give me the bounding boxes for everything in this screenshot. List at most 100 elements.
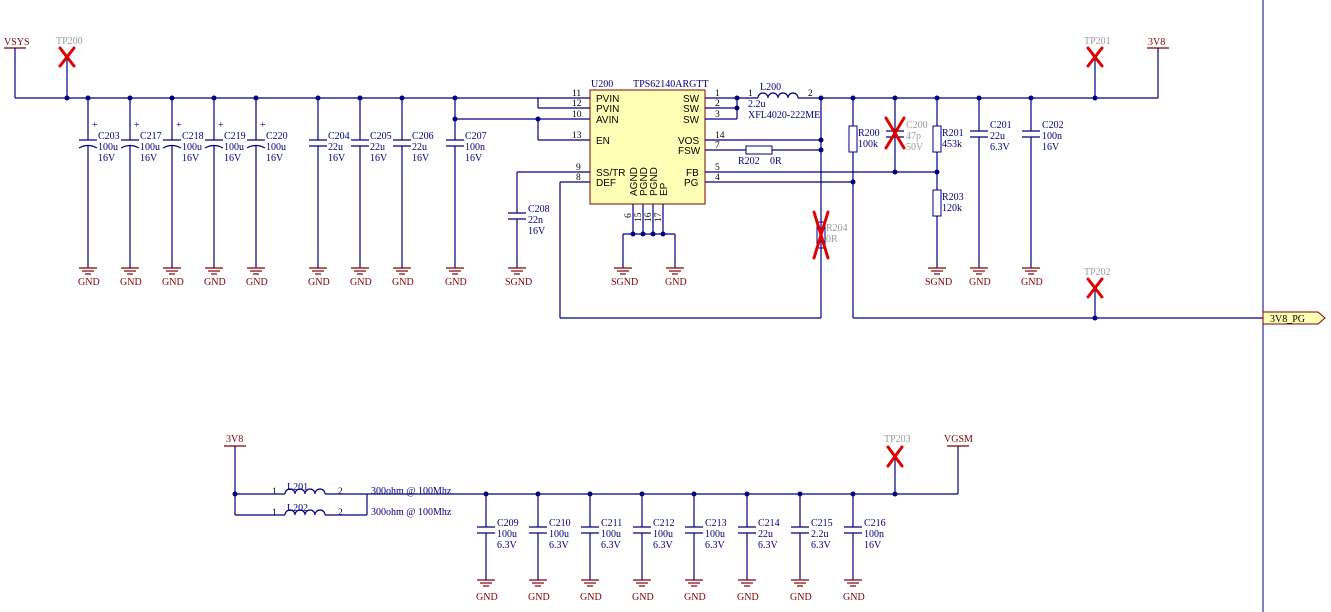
svg-text:C202: C202: [1042, 120, 1064, 131]
svg-text:GND: GND: [392, 277, 414, 288]
svg-text:GND: GND: [969, 277, 991, 288]
inductor-l202: 1 2 L202 300ohm @ 100Mhz: [272, 494, 452, 518]
svg-text:1: 1: [272, 508, 277, 518]
resistor-r201: R201 453k: [932, 95, 964, 190]
svg-text:5: 5: [715, 163, 720, 173]
svg-text:GND: GND: [665, 277, 687, 288]
svg-text:C205: C205: [370, 131, 392, 142]
cap-c214: C214 22u 6.3V GND: [737, 491, 780, 603]
svg-text:100u: 100u: [182, 142, 202, 153]
svg-text:6: 6: [624, 213, 634, 218]
svg-text:C209: C209: [497, 518, 519, 529]
cap-c207: C207 100n 16V: [446, 95, 487, 268]
svg-text:1: 1: [272, 487, 277, 497]
svg-text:17: 17: [654, 212, 664, 222]
svg-text:C210: C210: [549, 518, 571, 529]
svg-text:+: +: [92, 120, 98, 131]
cap-c212: C212 100u 6.3V GND: [632, 491, 675, 603]
svg-text:6.3V: 6.3V: [990, 142, 1011, 153]
svg-text:2.2u: 2.2u: [811, 529, 829, 540]
ic-ref: U200: [591, 79, 613, 90]
testpoint-tp203: TP203: [884, 434, 911, 497]
ic-part: TPS62140ARGTT: [633, 79, 709, 90]
svg-text:100n: 100n: [864, 529, 884, 540]
svg-text:120k: 120k: [942, 203, 962, 214]
svg-text:GND: GND: [528, 592, 550, 603]
svg-text:16V: 16V: [528, 226, 546, 237]
svg-text:453k: 453k: [942, 139, 962, 150]
svg-text:C214: C214: [758, 518, 780, 529]
svg-text:100n: 100n: [465, 142, 485, 153]
svg-text:C219: C219: [224, 131, 246, 142]
svg-text:100u: 100u: [497, 529, 517, 540]
svg-text:100u: 100u: [549, 529, 569, 540]
cap-c211: C211 100u 6.3V GND: [580, 491, 622, 603]
svg-text:47p: 47p: [906, 131, 921, 142]
svg-text:13: 13: [572, 131, 582, 141]
svg-text:GND: GND: [684, 592, 706, 603]
svg-text:SW: SW: [683, 115, 700, 126]
svg-text:3V8: 3V8: [1148, 37, 1165, 48]
svg-text:GND: GND: [78, 277, 100, 288]
ic-input-wiring: [452, 97, 821, 319]
svg-text:9: 9: [576, 163, 581, 173]
svg-text:R200: R200: [858, 128, 880, 139]
svg-text:C213: C213: [705, 518, 727, 529]
gnd-symbols-top: GND GND GND GND GND GND GND GND GND: [78, 267, 467, 288]
svg-text:PGND: PGND: [649, 167, 660, 196]
resistor-r202: R202 0R: [738, 145, 782, 167]
svg-text:C203: C203: [98, 131, 120, 142]
svg-text:L202: L202: [287, 503, 308, 514]
svg-text:300ohm @ 100Mhz: 300ohm @ 100Mhz: [371, 507, 452, 518]
svg-text:16V: 16V: [224, 153, 242, 164]
svg-text:AVIN: AVIN: [596, 115, 619, 126]
svg-text:100u: 100u: [266, 142, 286, 153]
svg-text:16V: 16V: [864, 540, 882, 551]
tp200-label: TP200: [56, 36, 83, 47]
cap-c204: C204 22u 16V: [309, 95, 350, 268]
svg-text:22n: 22n: [528, 215, 543, 226]
svg-text:6.3V: 6.3V: [497, 540, 518, 551]
svg-text:16V: 16V: [370, 153, 388, 164]
svg-text:TP202: TP202: [1084, 267, 1111, 278]
svg-text:AGND: AGND: [629, 167, 640, 196]
svg-text:50V: 50V: [906, 142, 924, 153]
svg-text:100u: 100u: [98, 142, 118, 153]
svg-text:GND: GND: [580, 592, 602, 603]
svg-text:1: 1: [715, 89, 720, 99]
svg-text:L201: L201: [287, 482, 308, 493]
svg-text:GND: GND: [246, 277, 268, 288]
svg-text:16V: 16V: [1042, 142, 1060, 153]
svg-text:PGND: PGND: [639, 167, 650, 196]
ic-output-wiring: [705, 95, 940, 318]
svg-text:C204: C204: [328, 131, 350, 142]
net-vsys: VSYS: [4, 37, 538, 99]
svg-text:3: 3: [715, 110, 720, 120]
svg-text:0R: 0R: [770, 156, 782, 167]
testpoint-tp201: TP201: [1084, 36, 1111, 101]
svg-text:C220: C220: [266, 131, 288, 142]
svg-text:100u: 100u: [705, 529, 725, 540]
output-cap-bank: C209 100u 6.3V GND C210 100u 6.3V GND C2…: [476, 491, 886, 603]
svg-text:FSW: FSW: [678, 146, 701, 157]
svg-text:L200: L200: [760, 82, 781, 93]
svg-text:2.2u: 2.2u: [748, 99, 766, 110]
svg-text:300ohm @ 100Mhz: 300ohm @ 100Mhz: [371, 486, 452, 497]
svg-text:C208: C208: [528, 204, 550, 215]
inductor-l200: 1 2 L200 2.2u XFL4020-222ME: [748, 82, 1158, 121]
testpoint-tp200: TP200: [56, 36, 83, 101]
svg-text:GND: GND: [162, 277, 184, 288]
port-3v8-pg: [1262, 311, 1326, 325]
svg-text:GND: GND: [790, 592, 812, 603]
svg-text:16: 16: [644, 212, 654, 222]
svg-text:22u: 22u: [328, 142, 343, 153]
svg-text:100u: 100u: [601, 529, 621, 540]
svg-text:8: 8: [576, 173, 581, 183]
cap-c200: C200 47p 50V: [884, 95, 928, 172]
cap-c208: C208 22n 16V SGND: [505, 204, 550, 288]
svg-text:FB: FB: [686, 168, 699, 179]
cap-c215: C215 2.2u 6.3V GND: [790, 491, 833, 603]
cap-c210: C210 100u 6.3V GND: [528, 491, 571, 603]
svg-text:SS/TR: SS/TR: [596, 168, 625, 179]
